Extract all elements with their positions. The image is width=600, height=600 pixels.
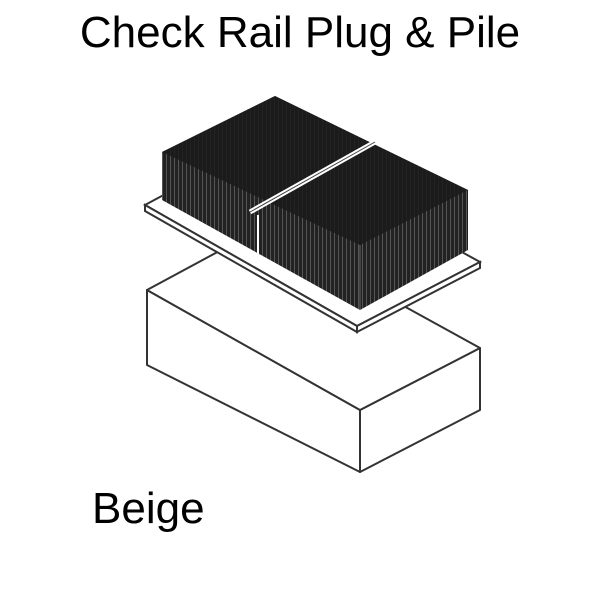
center-divider (248, 139, 377, 258)
product-title: Check Rail Plug & Pile (79, 8, 521, 57)
plug-block (146, 227, 481, 473)
color-label: Beige (92, 484, 205, 533)
pile-brush (162, 96, 468, 310)
